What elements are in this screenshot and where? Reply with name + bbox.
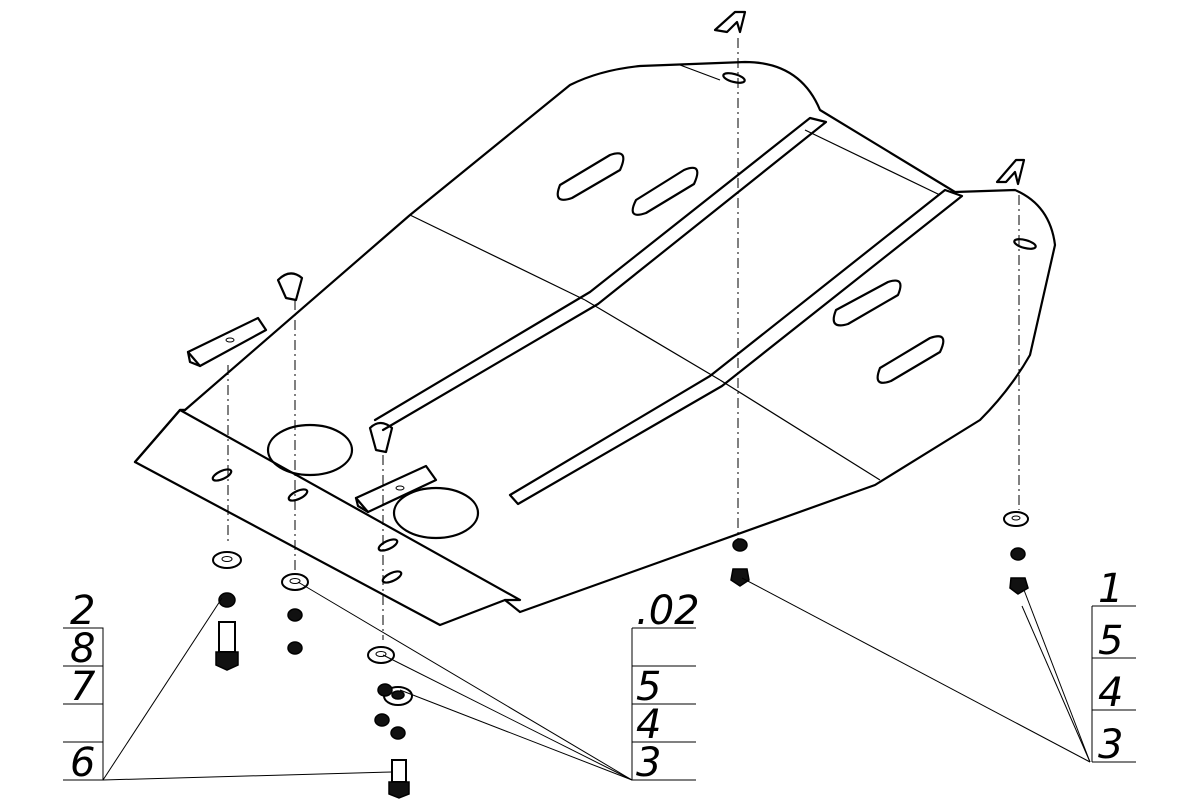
fasteners-third <box>367 646 413 799</box>
fasteners-second <box>281 573 309 655</box>
mount-hole-front-2 <box>287 488 309 502</box>
mount-hole-top <box>722 72 746 84</box>
mount-hole-front-3 <box>377 538 399 552</box>
slot-2 <box>631 166 699 216</box>
callout-middle-3: 4 <box>636 702 661 748</box>
plate-outline <box>133 60 1057 627</box>
leader-lines <box>102 577 1091 781</box>
spacer-plate-left <box>186 316 268 368</box>
mount-hole-front-1 <box>211 468 233 482</box>
fold-line-3 <box>719 379 881 481</box>
fold-line-4 <box>679 64 721 81</box>
fold-line-5 <box>804 129 941 196</box>
bracket-left-clip <box>276 272 304 302</box>
callout-right-2: 5 <box>1098 618 1123 664</box>
fold-line-1 <box>409 214 586 301</box>
spacer-plate-mid <box>354 464 438 514</box>
callout-left-1: 2 <box>70 588 95 634</box>
callout-middle-4: 3 <box>636 740 661 786</box>
slot-4 <box>876 335 945 384</box>
drain-hole-left <box>266 423 354 477</box>
fold-line-2 <box>584 299 721 381</box>
fasteners-center <box>730 538 750 587</box>
callout-table-right: 1 5 4 3 <box>1091 566 1136 768</box>
skid-plate <box>133 60 1057 627</box>
callout-table-middle: .02 5 4 3 <box>631 588 700 786</box>
mount-hole-right <box>1013 238 1037 250</box>
assembly-axes <box>227 38 1020 640</box>
fasteners-right <box>1003 511 1029 595</box>
bracket-top <box>713 10 747 34</box>
callout-right-4: 3 <box>1098 722 1123 768</box>
callout-right-1: 1 <box>1098 566 1123 612</box>
callout-middle-2: 5 <box>636 664 661 710</box>
rib-right <box>508 188 964 506</box>
callout-table-left: 2 8 7 6 <box>63 588 104 786</box>
bracket-mid-clip <box>368 421 394 454</box>
callout-middle-1: .02 <box>636 588 700 634</box>
callout-left-4: 6 <box>70 740 95 786</box>
callout-left-2: 8 <box>70 626 95 672</box>
slot-3 <box>832 279 902 327</box>
bracket-right <box>995 158 1026 186</box>
front-flange <box>133 408 522 602</box>
callout-left-3: 7 <box>70 664 96 710</box>
fasteners-left <box>212 551 242 671</box>
drain-hole-right <box>392 486 480 540</box>
callout-right-3: 4 <box>1098 670 1123 716</box>
slot-1 <box>556 152 625 201</box>
rib-left <box>373 116 828 432</box>
